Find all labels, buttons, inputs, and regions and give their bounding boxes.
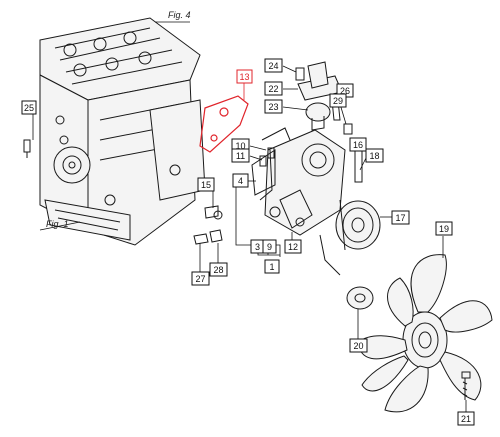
svg-text:18: 18 (369, 151, 379, 161)
svg-text:22: 22 (268, 84, 278, 94)
callout-13: 13 (236, 69, 253, 84)
figure-ref-fig4: Fig. 4 (168, 10, 191, 20)
svg-text:12: 12 (288, 242, 298, 252)
callout-3: 3 (250, 239, 265, 254)
callout-27: 27 (191, 271, 210, 286)
engine-block-illustration (39, 17, 206, 246)
svg-text:25: 25 (24, 103, 34, 113)
callout-11: 11 (231, 148, 250, 163)
callout-16: 16 (349, 137, 367, 152)
sensor-part-27 (193, 233, 209, 245)
callout-22: 22 (264, 81, 283, 96)
svg-text:16: 16 (353, 140, 363, 150)
svg-text:27: 27 (195, 274, 205, 284)
callout-23: 23 (264, 99, 283, 114)
pulley-illustration (335, 199, 381, 251)
spacer-illustration (346, 286, 374, 310)
callout-21: 21 (457, 411, 475, 426)
svg-text:20: 20 (353, 341, 363, 351)
gasket-part-13 (199, 95, 249, 153)
svg-text:9: 9 (267, 242, 272, 252)
svg-text:28: 28 (213, 265, 223, 275)
svg-text:11: 11 (236, 151, 245, 161)
callout-17: 17 (391, 210, 410, 225)
washer-part-28 (209, 229, 223, 243)
plug-part-15 (204, 205, 219, 219)
callout-29: 29 (329, 93, 347, 108)
svg-text:3: 3 (255, 242, 260, 252)
svg-text:1: 1 (269, 262, 274, 272)
callout-1: 1 (264, 259, 280, 274)
svg-text:4: 4 (238, 176, 243, 186)
svg-text:23: 23 (268, 102, 278, 112)
callout-15: 15 (197, 177, 215, 192)
sensor-part-25 (23, 139, 31, 158)
cooling-fan-illustration (357, 254, 493, 413)
callout-19: 19 (435, 221, 453, 236)
svg-text:17: 17 (395, 213, 405, 223)
callout-4: 4 (232, 173, 249, 188)
svg-text:26: 26 (340, 86, 350, 96)
svg-text:21: 21 (461, 414, 471, 424)
callout-20: 20 (349, 338, 368, 353)
svg-text:24: 24 (268, 61, 278, 71)
fan-bolt-illustration (461, 371, 471, 400)
svg-text:19: 19 (439, 224, 449, 234)
figure-ref-fig1: Fig. 1 (46, 219, 69, 229)
svg-text:13: 13 (239, 72, 249, 82)
callout-25: 25 (21, 100, 37, 115)
svg-text:29: 29 (333, 96, 343, 106)
callout-28: 28 (209, 262, 228, 277)
callout-12: 12 (284, 239, 302, 254)
svg-text:15: 15 (201, 180, 211, 190)
svg-text:10: 10 (235, 141, 245, 151)
callout-18: 18 (365, 148, 384, 163)
callout-9: 9 (262, 239, 277, 254)
water-pump-illustration (251, 61, 363, 236)
callout-24: 24 (264, 58, 283, 73)
